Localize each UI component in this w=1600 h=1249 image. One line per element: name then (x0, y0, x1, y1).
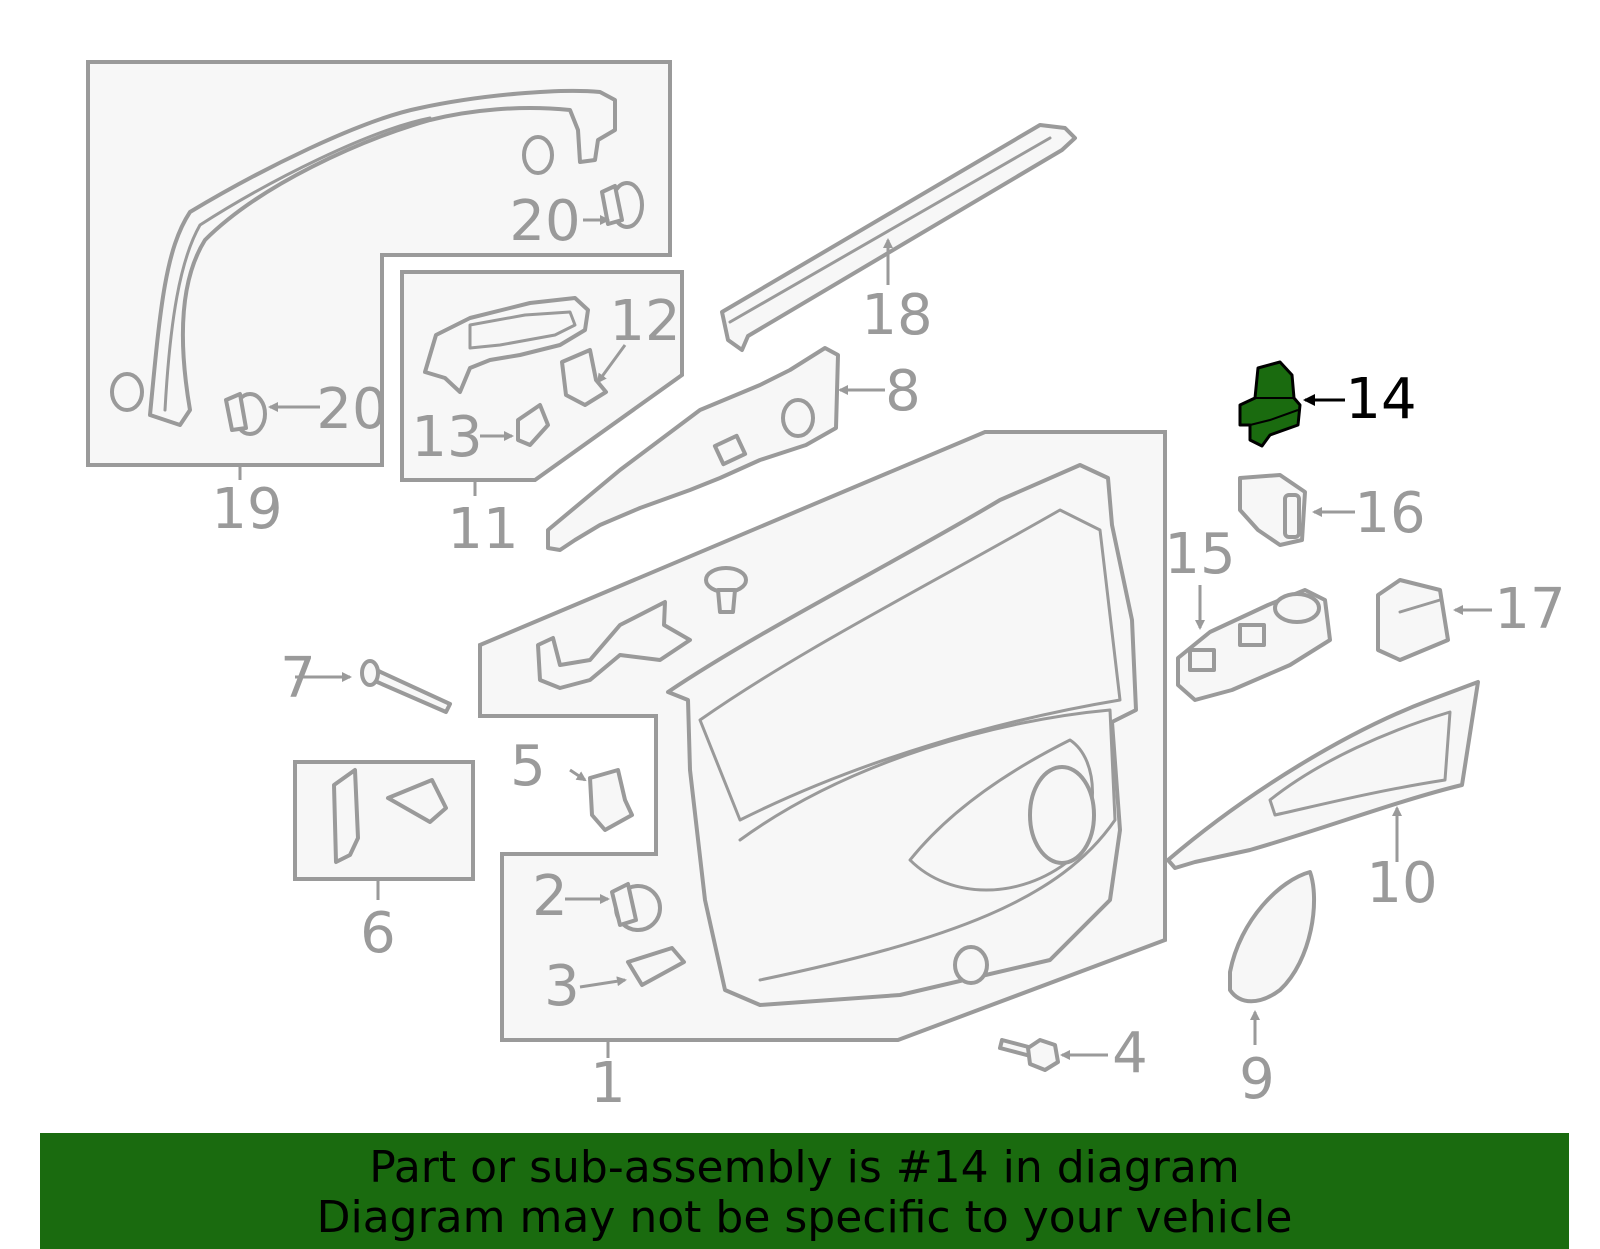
push-pin-clip-20-lower (224, 392, 267, 436)
label-9: 9 (1239, 1047, 1275, 1112)
speaker-grille-9 (1228, 870, 1317, 1004)
label-16: 16 (1354, 481, 1425, 546)
label-10: 10 (1366, 851, 1437, 916)
label-19: 19 (211, 477, 282, 542)
group-box-6 (293, 760, 475, 881)
label-6: 6 (360, 901, 396, 966)
label-2: 2 (532, 864, 568, 929)
inner-bracket (546, 346, 840, 552)
label-5: 5 (510, 734, 546, 799)
clip-2 (610, 882, 662, 932)
label-17: 17 (1494, 577, 1565, 642)
label-20-lower: 20 (316, 377, 387, 442)
label-20-upper: 20 (509, 189, 580, 254)
label-8: 8 (885, 359, 921, 424)
label-15: 15 (1164, 522, 1235, 587)
window-switch-14-highlighted[interactable] (1238, 360, 1302, 448)
banner-line-2: Diagram may not be specific to your vehi… (316, 1192, 1293, 1243)
info-banner: Part or sub-assembly is #14 in diagram D… (40, 1133, 1569, 1249)
belt-weatherstrip (720, 123, 1077, 352)
bracket-5 (588, 768, 634, 832)
armrest-trim-10 (1166, 680, 1480, 870)
pads-6 (332, 768, 448, 864)
label-13: 13 (411, 405, 482, 470)
label-14: 14 (1345, 367, 1416, 432)
panel-clip-top (704, 566, 748, 614)
window-frame-trim (110, 88, 617, 427)
leader-lines (238, 215, 1492, 1060)
screw-7 (360, 659, 452, 714)
label-1: 1 (590, 1051, 626, 1116)
label-7: 7 (280, 646, 316, 711)
switch-16 (1238, 473, 1307, 547)
bolt-4 (998, 1038, 1060, 1072)
switch-17 (1376, 578, 1450, 662)
panel-bracket (536, 600, 692, 690)
inner-handle-bezel (423, 296, 590, 394)
door-trim-panel (666, 463, 1138, 1007)
label-3: 3 (544, 954, 580, 1019)
window-switch-panel-15 (1176, 588, 1332, 702)
label-12: 12 (609, 289, 680, 354)
clip-13 (516, 403, 550, 447)
label-18: 18 (861, 283, 932, 348)
banner-line-1: Part or sub-assembly is #14 in diagram (369, 1142, 1240, 1193)
label-4: 4 (1112, 1021, 1148, 1086)
label-11: 11 (447, 497, 518, 562)
pad-3 (626, 946, 686, 987)
push-pin-clip-20-upper (600, 181, 644, 229)
clip-12 (560, 348, 608, 407)
